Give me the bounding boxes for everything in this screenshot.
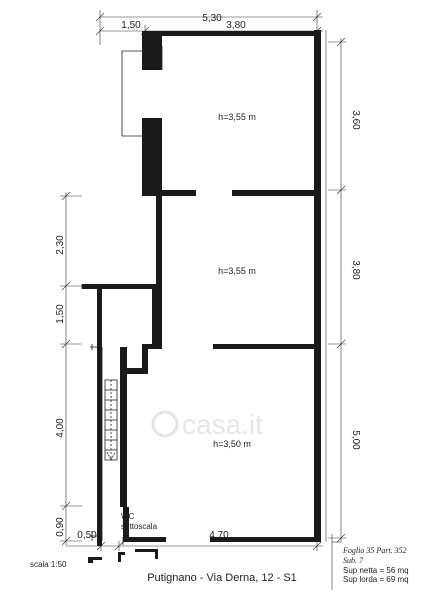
dim-left-mid: 1,50 [55, 304, 66, 324]
room-3-height: h=3,50 m [213, 439, 251, 449]
wc-label: WC [121, 512, 135, 521]
watermark: casa.it [151, 409, 263, 440]
dim-bottom-right: 4,70 [209, 530, 229, 541]
walls [82, 30, 321, 563]
dimension-lines [60, 10, 346, 590]
dim-left-bottom: 0,90 [55, 517, 66, 537]
net-area: Sup netta = 56 mq [343, 566, 409, 575]
dim-top-left: 1,50 [121, 20, 141, 31]
dimension-labels: 5,30 1,50 3,80 3,60 3,80 5,00 2,30 1,50 … [55, 13, 361, 541]
dim-right-top: 3,60 [350, 110, 361, 130]
dim-left-lower: 4,00 [55, 418, 66, 438]
wc-sublabel: sottoscala [121, 522, 158, 531]
scale-label: scala 1:50 [30, 560, 67, 569]
cadastral-sheet: Foglio 35 Part. 352 [342, 546, 407, 555]
room-labels: h=3,55 m h=3,55 m h=3,50 m WC sottoscala [121, 112, 256, 531]
address-caption: Putignano - Via Derna, 12 - S1 [147, 572, 297, 584]
dim-right-bottom: 5,00 [350, 430, 361, 450]
watermark-text: casa.it [182, 409, 263, 440]
dim-top-total: 5,30 [202, 13, 222, 24]
room-2-height: h=3,55 m [218, 266, 256, 276]
dim-right-mid: 3,80 [350, 260, 361, 280]
dim-bottom-left: 0,50 [77, 530, 97, 541]
footer: scala 1:50 Putignano - Via Derna, 12 - S… [30, 546, 409, 584]
room-1-height: h=3,55 m [218, 112, 256, 122]
cadastral-sub: Sub. 7 [343, 556, 364, 565]
gross-area: Sup lorda = 69 mq [343, 575, 409, 584]
thin-details [81, 46, 163, 545]
dim-left-upper: 2,30 [55, 235, 66, 255]
dim-top-right: 3,80 [226, 20, 246, 31]
